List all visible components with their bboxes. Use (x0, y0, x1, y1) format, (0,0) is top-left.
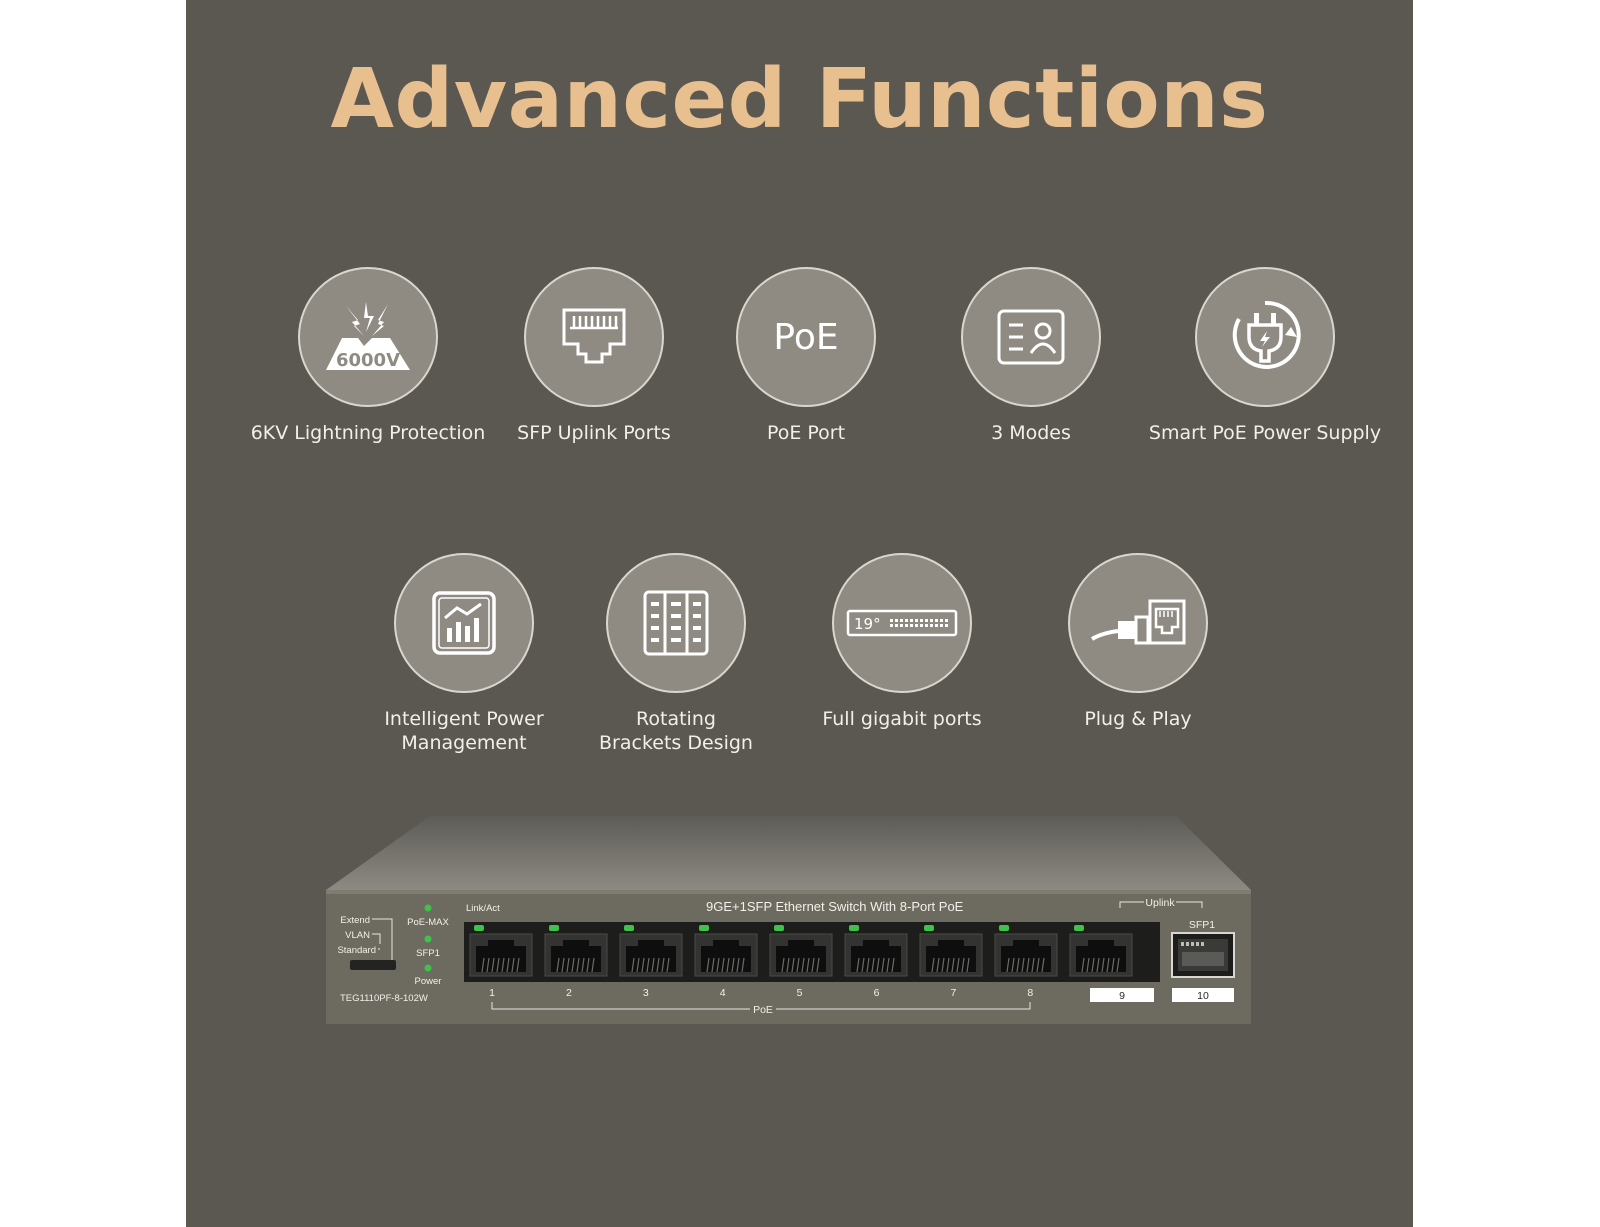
rj45-port-1[interactable] (469, 925, 533, 977)
ethernet-port-icon (524, 267, 664, 407)
port-led (1074, 925, 1084, 931)
led-label-poe-max: PoE-MAX (407, 917, 449, 928)
lightning-6000v-icon: 6000V (298, 267, 438, 407)
switch-icon-text: 19° (854, 615, 881, 633)
uplink-label: Uplink (1145, 897, 1175, 909)
switch-19-icon: 19° (832, 553, 972, 693)
feature-plug-play: Plug & Play (1008, 553, 1268, 731)
rj45-port-7[interactable] (919, 925, 983, 977)
port-number-1: 1 (489, 987, 495, 999)
feature-panel: Advanced Functions 6000V 6KV Lightning P… (186, 0, 1413, 1227)
port-number-6: 6 (874, 987, 880, 999)
feature-label: SFP Uplink Ports (517, 422, 671, 444)
feature-lightning-protection: 6000V 6KV Lightning Protection (238, 267, 498, 445)
feature-label: Rotating Brackets Design (599, 708, 753, 754)
switch-model: TEG1110PF-8-102W (340, 993, 428, 1004)
switch-top (326, 816, 1251, 890)
switch-illustration: 9GE+1SFP Ethernet Switch With 8-Port PoE… (326, 816, 1251, 1024)
port-number-9: 9 (1119, 990, 1125, 1002)
feature-label: Intelligent Power Management (384, 708, 544, 754)
feature-label: 3 Modes (991, 422, 1071, 444)
feature-rotating-brackets: Rotating Brackets Design (546, 553, 806, 755)
rj45-port-3[interactable] (619, 925, 683, 977)
feature-label: Plug & Play (1084, 708, 1192, 730)
feature-label: Smart PoE Power Supply (1148, 422, 1382, 444)
switch-header: 9GE+1SFP Ethernet Switch With 8-Port PoE (706, 899, 964, 914)
feature-smart-poe: Smart PoE Power Supply (1135, 267, 1395, 445)
power-plug-icon (1195, 267, 1335, 407)
id-card-icon (961, 267, 1101, 407)
port-number-7: 7 (950, 987, 956, 999)
port-number-5: 5 (797, 987, 803, 999)
port-number-10: 10 (1197, 990, 1209, 1002)
feature-poe-port: PoE PoE Port (676, 267, 936, 445)
mode-label-vlan: VLAN (345, 930, 370, 941)
rj45-port-4[interactable] (694, 925, 758, 977)
mode-slide-switch[interactable] (350, 960, 396, 970)
chart-monitor-icon (394, 553, 534, 693)
feature-label: 6KV Lightning Protection (250, 422, 486, 444)
lightning-icon-text: 6000V (336, 350, 400, 371)
port-10-label-box (1172, 988, 1234, 1002)
feature-sfp-uplink: SFP Uplink Ports (464, 267, 724, 445)
port-led (699, 925, 709, 931)
port-number-8: 8 (1027, 987, 1033, 999)
led-power (424, 964, 432, 972)
port-led (624, 925, 634, 931)
feature-intelligent-power: Intelligent Power Management (334, 553, 594, 755)
port-9-label-box (1090, 988, 1154, 1002)
rj45-port-2[interactable] (544, 925, 608, 977)
mode-label-extend: Extend (340, 915, 370, 926)
port-number-2: 2 (566, 987, 572, 999)
feature-label: PoE Port (766, 422, 846, 444)
rj45-port-8[interactable] (994, 925, 1058, 977)
rj45-port-9[interactable] (1069, 925, 1133, 977)
feature-label: Full gigabit ports (822, 708, 982, 730)
port-led (474, 925, 484, 931)
port-number-4: 4 (720, 987, 726, 999)
led-label-power: Power (415, 976, 442, 987)
link-act-label: Link/Act (466, 903, 500, 914)
port-number-3: 3 (643, 987, 649, 999)
port-led (999, 925, 1009, 931)
sfp-label: SFP1 (1189, 919, 1215, 931)
cable-plug-icon (1068, 553, 1208, 693)
poe-text-icon: PoE (736, 267, 876, 407)
led-sfp1 (424, 935, 432, 943)
rack-brackets-icon (606, 553, 746, 693)
port-led (849, 925, 859, 931)
poe-icon-text: PoE (773, 316, 839, 358)
led-poe-max (424, 904, 432, 912)
port-led (924, 925, 934, 931)
port-led (549, 925, 559, 931)
mode-label-standard: Standard (337, 945, 376, 956)
port-led (774, 925, 784, 931)
page-title: Advanced Functions (330, 52, 1269, 147)
poe-label: PoE (753, 1004, 773, 1016)
led-label-sfp1: SFP1 (416, 948, 440, 959)
feature-full-gigabit: 19° Full gigabit ports (772, 553, 1032, 731)
rj45-port-5[interactable] (769, 925, 833, 977)
rj45-port-6[interactable] (844, 925, 908, 977)
feature-3-modes: 3 Modes (901, 267, 1161, 445)
